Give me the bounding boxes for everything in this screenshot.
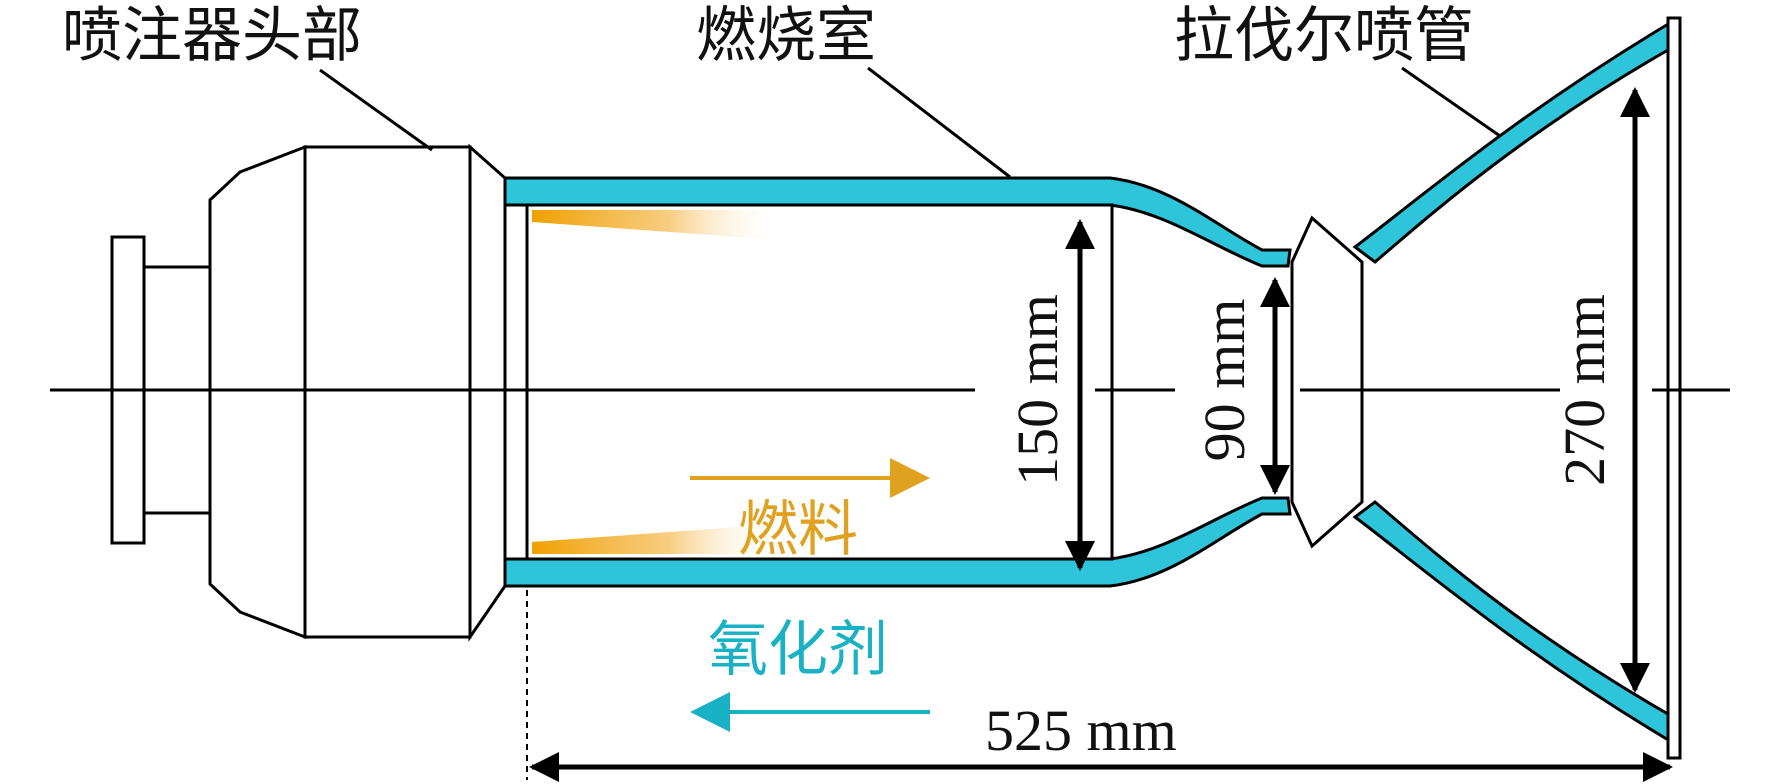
fuel-film-bottom (532, 524, 780, 554)
dimension-arrows (529, 87, 1673, 782)
oxidizer-label: 氧化剂 (708, 615, 888, 685)
left-arrow-icon (690, 692, 930, 732)
injector-head (110, 143, 507, 642)
nozzle-exit-flange (1666, 16, 1682, 760)
throat-ring (1290, 215, 1364, 549)
laval-nozzle-label: 拉伐尔喷管 (1174, 1, 1474, 71)
leader-lines (319, 66, 1501, 179)
combustion-chamber (525, 203, 1114, 561)
chamber-diameter-label: 150 mm (1005, 294, 1070, 486)
fuel-film-top (532, 210, 780, 240)
combustion-chamber-label: 燃烧室 (696, 1, 876, 71)
total-length-label: 525 mm (985, 698, 1177, 763)
throat-diameter-label: 90 mm (1192, 298, 1257, 462)
exit-diameter-label: 270 mm (1552, 294, 1617, 486)
fuel-label: 燃料 (738, 495, 858, 565)
right-arrow-icon (690, 458, 930, 498)
injector-head-label: 喷注器头部 (62, 1, 362, 71)
